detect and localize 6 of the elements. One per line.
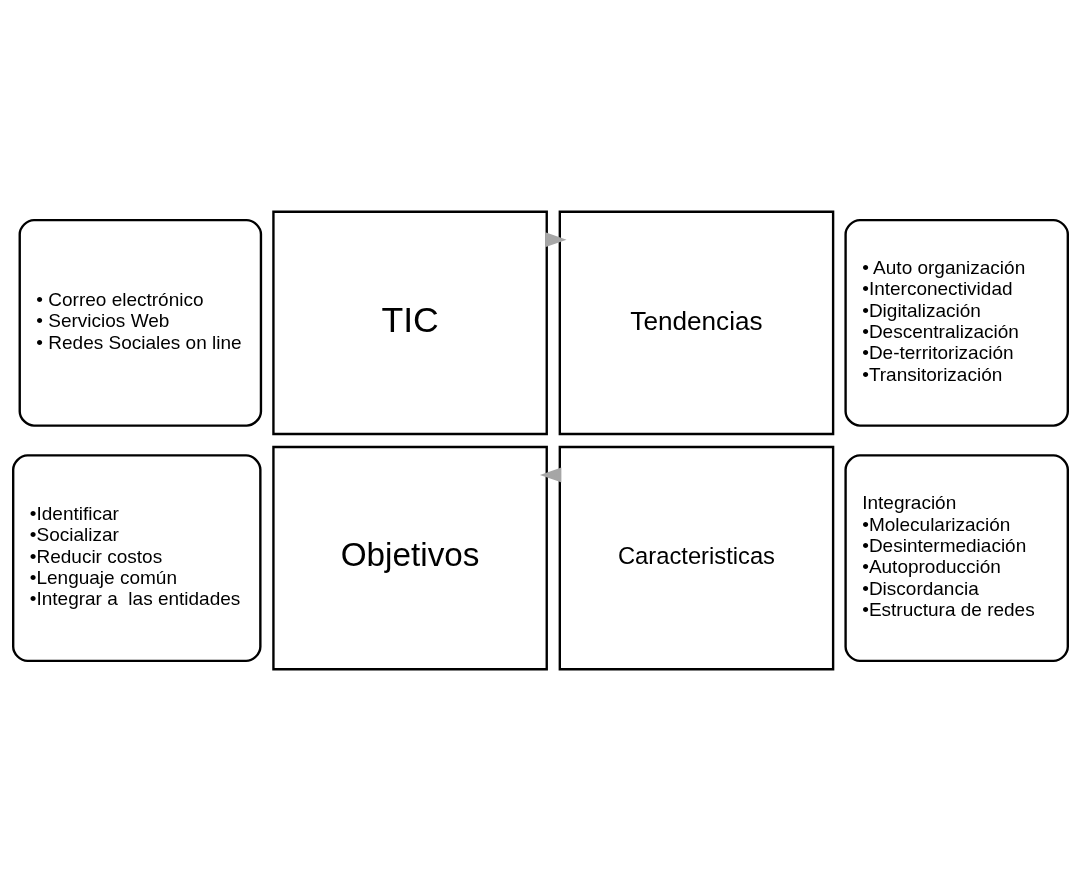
node-box: Objetivos: [272, 445, 548, 671]
node-box: • Correo electrónico • Servicios Web • Redes Sociales on line: [18, 218, 263, 427]
node-box: •Identificar •Socializar •Reducir costos •Lenguaje común •Integrar a las entidades: [12, 454, 262, 663]
node-box: Tendencias: [558, 210, 835, 436]
node-box: Integración •Molecularización •Desintermediación •Autoproducción •Discordancia •Estructura de redes: [844, 454, 1069, 663]
node-box: • Auto organización •Interconectividad •Digitalización •Descentralización •De-territorización •Transitorización: [844, 218, 1069, 427]
